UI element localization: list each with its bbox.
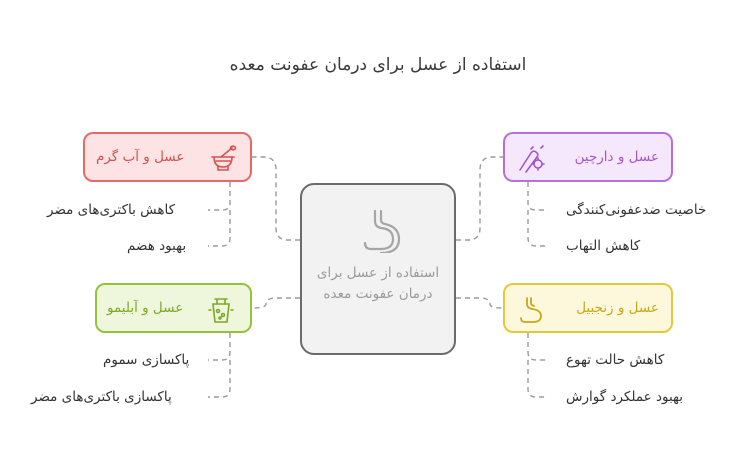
connector-center-bottom-left — [251, 297, 300, 309]
node-honey-ginger: عسل و زنجبیل — [503, 283, 673, 333]
connector-bl-leaf-2 — [208, 360, 231, 398]
leaf-br-1: کاهش حالت تهوع — [566, 352, 665, 368]
node-label: عسل و آبلیمو — [107, 300, 184, 316]
connector-tl-leaf-1 — [208, 182, 231, 211]
stomach-icon — [520, 297, 542, 323]
lemon-juice-icon — [208, 298, 234, 323]
connector-br-leaf-2 — [527, 360, 548, 398]
bacteria-icon — [519, 145, 545, 173]
stomach-icon — [363, 209, 401, 253]
connector-center-top-left — [252, 156, 300, 241]
leaf-tl-2: بهبود هضم — [127, 238, 187, 254]
diagram-title: استفاده از عسل برای درمان عفونت معده — [229, 55, 527, 75]
node-label: عسل و دارچین — [574, 149, 659, 165]
node-honey-warm-water: عسل و آب گرم — [83, 132, 252, 182]
leaf-tl-1: کاهش باکتری‌های مضر — [47, 202, 176, 218]
node-label: عسل و آب گرم — [96, 149, 185, 165]
connector-tr-leaf-2 — [527, 210, 548, 247]
center-node: استفاده از عسل برای درمان عفونت معده — [300, 183, 456, 355]
connector-br-leaf-1 — [527, 333, 548, 361]
connector-center-top-right — [456, 156, 503, 241]
connector-bl-leaf-1 — [208, 333, 231, 361]
connector-tr-leaf-1 — [527, 182, 548, 211]
center-label: استفاده از عسل برای درمان عفونت معده — [316, 265, 440, 302]
leaf-tr-2: کاهش التهاب — [566, 238, 641, 254]
connector-tl-leaf-2 — [208, 210, 231, 247]
connector-center-bottom-right — [456, 297, 504, 309]
node-honey-cinnamon: عسل و دارچین — [503, 132, 673, 182]
leaf-bl-1: پاکسازی سموم — [103, 352, 190, 368]
honey-pot-icon — [211, 145, 237, 171]
leaf-bl-2: پاکسازی باکتری‌های مضر — [31, 389, 172, 405]
leaf-tr-1: خاصیت ضدعفونی‌کنندگی — [566, 202, 707, 218]
node-label: عسل و زنجبیل — [576, 300, 659, 316]
node-honey-lemon: عسل و آبلیمو — [95, 283, 252, 333]
leaf-br-2: بهبود عملکرد گوارش — [566, 389, 684, 405]
